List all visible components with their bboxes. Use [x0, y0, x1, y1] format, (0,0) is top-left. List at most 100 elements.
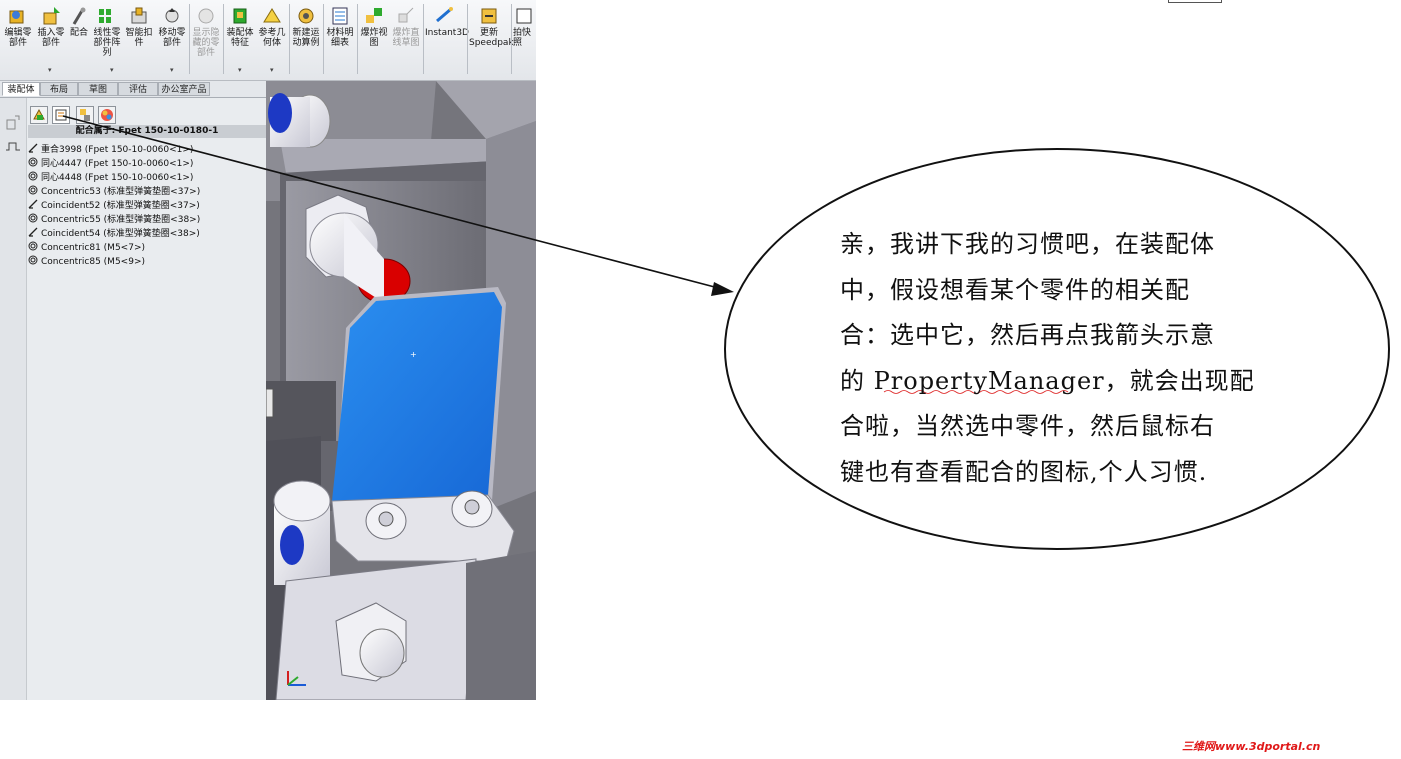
concentric-mate-icon [28, 255, 38, 265]
smart-fastener-button[interactable]: 智能扣件 [124, 4, 154, 76]
mate-list-item[interactable]: Concentric53 (标准型弹簧垫圈<37>) [28, 185, 200, 198]
tab-office-products[interactable]: 办公室产品 [158, 82, 210, 96]
update-speedpak-button[interactable]: 更新Speedpak [469, 4, 514, 76]
mate-button[interactable]: 配合 [68, 4, 90, 76]
mate-label: 重合3998 (Fpet 150-10-0060<1>) [41, 145, 194, 155]
insert-component-icon [43, 7, 60, 25]
bill-of-materials-button[interactable]: 材料明细表 [325, 4, 355, 76]
command-manager-tabs: 装配体 布局 草图 评估 办公室产品 [0, 81, 266, 98]
tab-sketch[interactable]: 草图 [78, 82, 118, 96]
toolbar-separator [289, 4, 290, 74]
display-manager-icon [101, 109, 113, 121]
chevron-down-icon[interactable]: ▾ [48, 66, 52, 74]
concentric-mate-icon [28, 157, 38, 167]
concentric-mate-icon [28, 171, 38, 181]
edit-part-button[interactable]: 编辑零部件 [2, 4, 34, 76]
new-motion-study-button[interactable]: 新建运动算例 [291, 4, 321, 76]
linear-pattern-button[interactable]: 线性零部件阵列 [92, 4, 122, 76]
annotation-line: 合：选中它，然后再点我箭头示意 [840, 321, 1215, 349]
move-component-button[interactable]: 移动零部件 [156, 4, 188, 76]
annotation-line: 的 PropertyManager，就会出现配 [840, 366, 1255, 395]
snapshot-icon [516, 8, 532, 24]
edit-part-icon [9, 10, 24, 24]
page-edge-mark [1168, 0, 1222, 3]
concentric-mate-icon [28, 241, 38, 251]
tab-evaluate[interactable]: 评估 [118, 82, 158, 96]
mate-list-item[interactable]: Coincident52 (标准型弹簧垫圈<37>) [28, 199, 200, 212]
annotation-line: 键也有查看配合的图标,个人习惯. [840, 457, 1208, 486]
exploded-view-icon [366, 8, 382, 23]
mate-list-item[interactable]: 同心4447 (Fpet 150-10-0060<1>) [28, 157, 193, 170]
explode-line-sketch-icon [398, 7, 414, 23]
mate-list-item[interactable]: Concentric55 (标准型弹簧垫圈<38>) [28, 213, 200, 226]
toolbar-separator [323, 4, 324, 74]
feature-manager-tab[interactable] [30, 106, 48, 124]
mate-label: Concentric81 (M5<7>) [41, 243, 145, 253]
display-manager-tab[interactable] [98, 106, 116, 124]
insert-component-button[interactable]: 插入零部件 [34, 4, 68, 76]
feature-manager-panel: 配合属于: Fpet 150-10-0180-1 重合3998 (Fpet 15… [0, 98, 266, 700]
mate-list-item[interactable]: Concentric85 (M5<9>) [28, 255, 145, 268]
mate-list-item[interactable]: Concentric81 (M5<7>) [28, 241, 145, 254]
mate-list-item[interactable]: Coincident54 (标准型弹簧垫圈<38>) [28, 227, 200, 240]
coincident-mate-icon [28, 143, 38, 153]
mates-panel-title: 配合属于: Fpet 150-10-0180-1 [28, 125, 266, 138]
toolbar-separator [511, 4, 512, 74]
watermark: 三维网www.3dportal.cn [1182, 740, 1321, 753]
coincident-mate-icon [28, 227, 38, 237]
chevron-down-icon[interactable]: ▾ [238, 66, 242, 74]
motion-study-icon [298, 8, 314, 24]
property-manager-tab[interactable] [52, 106, 70, 124]
annotation-text: 亲，我讲下我的习惯吧，在装配体 中，假设想看某个零件的相关配 合：选中它，然后再… [840, 222, 1280, 495]
take-snapshot-button[interactable]: 拍快照 [513, 4, 536, 76]
mate-folder-icon[interactable] [6, 114, 20, 130]
toolbar-separator [189, 4, 190, 74]
collapse-panel-icon[interactable] [5, 141, 21, 151]
mate-list-item[interactable]: 同心4448 (Fpet 150-10-0060<1>) [28, 171, 193, 184]
toolbar-separator [423, 4, 424, 74]
mate-label: Concentric53 (标准型弹簧垫圈<37>) [41, 187, 201, 197]
concentric-mate-icon [28, 185, 38, 195]
instant3d-icon [436, 7, 453, 23]
move-component-icon [165, 8, 179, 23]
property-manager-icon [55, 109, 67, 121]
annotation-line: 中，假设想看某个零件的相关配 [840, 275, 1190, 304]
show-hidden-components-button[interactable]: 显示隐藏的零部件 [191, 4, 221, 76]
mate-icon [72, 7, 86, 25]
concentric-mate-icon [28, 213, 38, 223]
command-manager-toolbar: 编辑零部件 插入零部件 配合 线性零部件阵列 智能扣件 移动零部件 ▾ ▾ ▾ … [0, 0, 536, 81]
configuration-manager-tab[interactable] [76, 106, 94, 124]
reference-geometry-button[interactable]: 参考几何体 [257, 4, 287, 76]
mate-label: 同心4447 (Fpet 150-10-0060<1>) [41, 159, 194, 169]
graphics-viewport[interactable]: + [266, 81, 536, 700]
linear-pattern-icon [99, 9, 111, 23]
annotation-line: 合啦，当然选中零件，然后鼠标右 [840, 412, 1215, 440]
mate-label: Concentric55 (标准型弹簧垫圈<38>) [41, 215, 201, 225]
exploded-view-button[interactable]: 爆炸视图 [359, 4, 389, 76]
assembly-3d-render: + [266, 81, 536, 700]
origin-marker: + [410, 350, 417, 359]
tab-layout[interactable]: 布局 [40, 82, 78, 96]
toolbar-separator [223, 4, 224, 74]
reference-geometry-icon [263, 8, 281, 23]
chevron-down-icon[interactable]: ▾ [110, 66, 114, 74]
mate-label: Concentric85 (M5<9>) [41, 257, 145, 267]
mate-label: Coincident54 (标准型弹簧垫圈<38>) [41, 229, 200, 239]
smart-fastener-icon [131, 7, 147, 24]
mate-label: 同心4448 (Fpet 150-10-0060<1>) [41, 173, 194, 183]
speedpak-icon [481, 8, 497, 24]
arrow-head [711, 282, 734, 296]
assembly-feature-button[interactable]: 装配体特征 [225, 4, 255, 76]
toolbar-separator [357, 4, 358, 74]
mate-list-item[interactable]: 重合3998 (Fpet 150-10-0060<1>) [28, 143, 193, 156]
chevron-down-icon[interactable]: ▾ [170, 66, 174, 74]
assembly-feature-icon [233, 8, 247, 24]
instant3d-button[interactable]: Instant3D [425, 4, 469, 76]
tab-assembly[interactable]: 装配体 [2, 82, 40, 96]
feature-tree-icon [33, 108, 45, 120]
show-hidden-icon [198, 8, 214, 24]
chevron-down-icon[interactable]: ▾ [270, 66, 274, 74]
explode-line-sketch-button[interactable]: 爆炸直线草图 [391, 4, 421, 76]
bom-icon [332, 7, 348, 25]
